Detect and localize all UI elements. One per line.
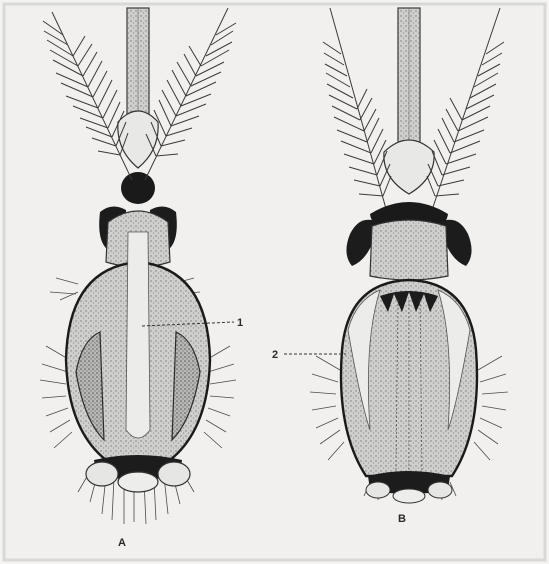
head-dark-a — [121, 172, 155, 204]
median-stripe-a — [126, 232, 150, 438]
pronotum-b — [370, 220, 448, 280]
label-2: 2 — [272, 349, 278, 361]
label-1: 1 — [237, 317, 243, 329]
frame — [4, 4, 545, 560]
panel-letter-b: B — [398, 513, 406, 525]
panel-letter-a: A — [118, 537, 126, 549]
